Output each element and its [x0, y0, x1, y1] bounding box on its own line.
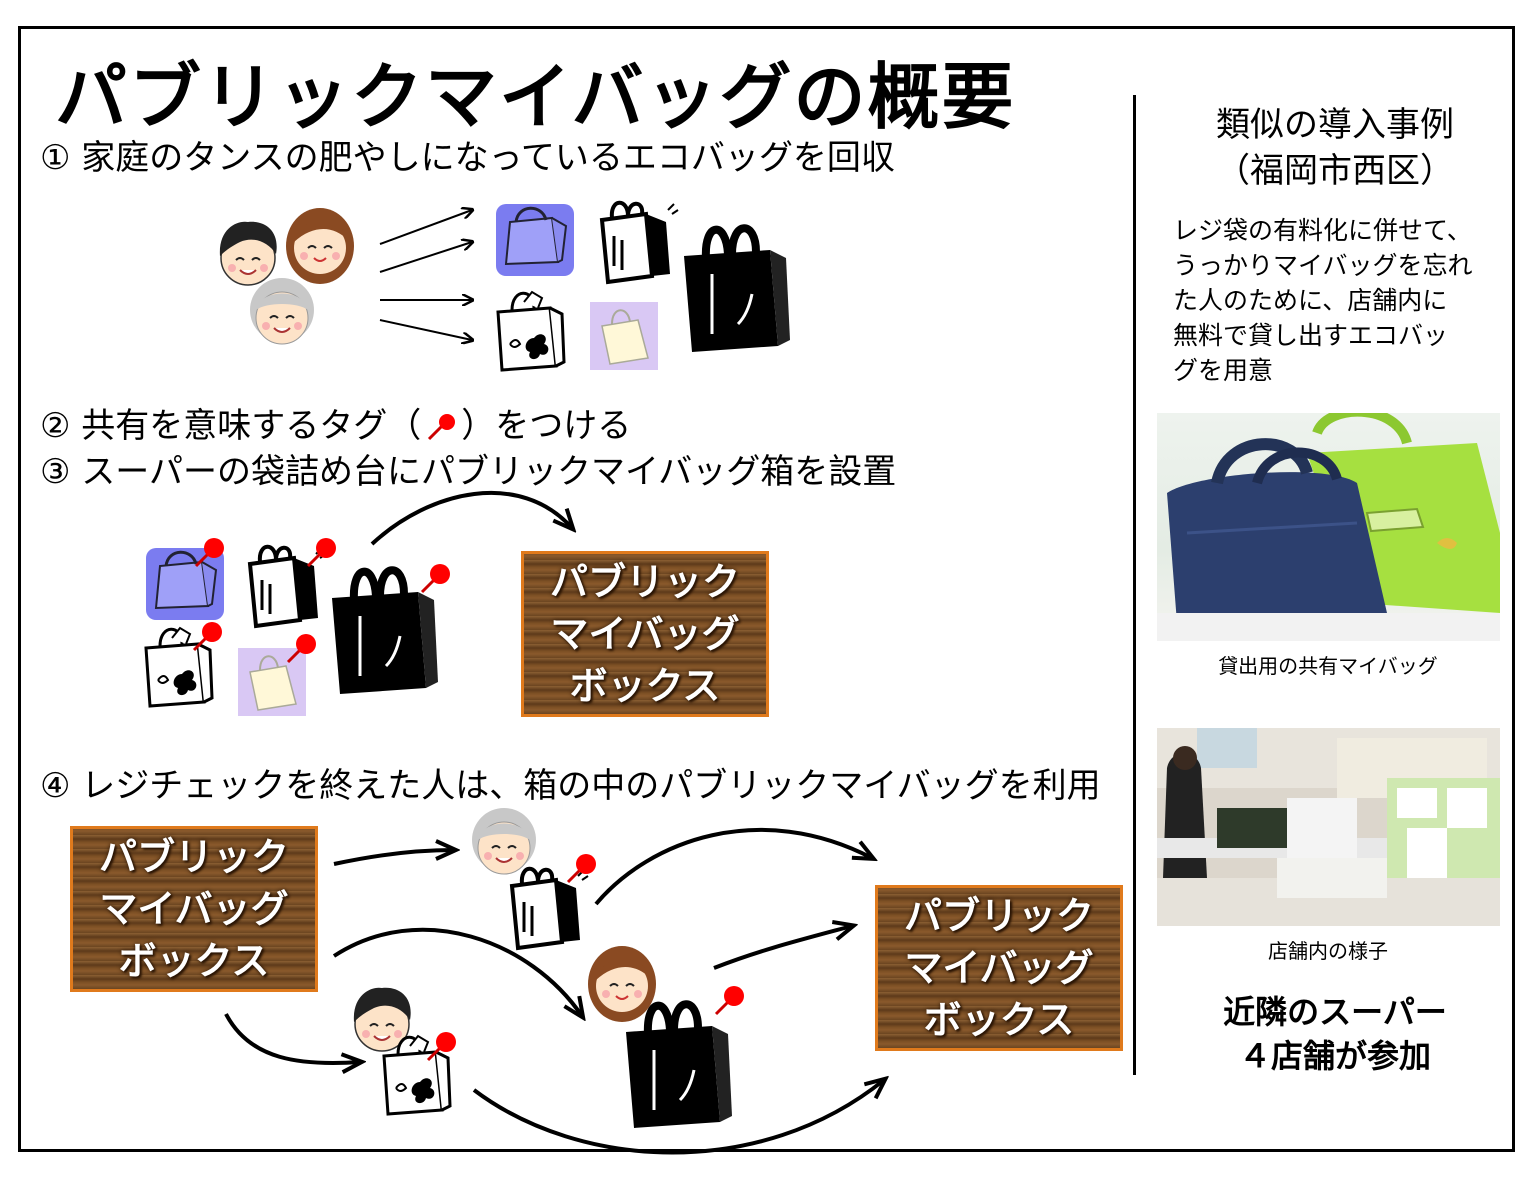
side-footer-line-2: ４店舗が参加 — [1238, 1037, 1431, 1075]
side-description: レジ袋の有料化に併せて、 うっかりマイバッグを忘れ た人のために、店舗内に 無料… — [1173, 213, 1508, 388]
tag-icon-inline — [421, 413, 461, 443]
box-line-1: パブリック — [549, 560, 740, 604]
family-faces — [218, 207, 355, 345]
collect-arrows — [379, 210, 472, 340]
collected-bags — [494, 200, 790, 372]
side-heading: 類似の導入事例 （福岡市西区） — [1150, 102, 1520, 194]
box-line-3: ボックス — [118, 939, 270, 983]
public-bag-box-return: パブリック マイバッグ ボックス — [875, 885, 1123, 1051]
public-bag-box-step3: パブリック マイバッグ ボックス — [521, 551, 769, 717]
shared-bags-photo — [1157, 413, 1500, 641]
step-4: ④ レジチェックを終えた人は、箱の中のパブリックマイバッグを利用 — [40, 766, 1101, 806]
side-heading-line-2: （福岡市西区） — [1216, 151, 1454, 191]
shared-bags-caption: 貸出用の共有マイバッグ — [1218, 654, 1438, 678]
public-bag-box-source: パブリック マイバッグ ボックス — [70, 826, 318, 992]
box-line-2: マイバッグ — [99, 887, 289, 931]
side-text-line: 無料で貸し出すエコバッ — [1173, 321, 1449, 350]
box-line-3: ボックス — [923, 998, 1075, 1042]
box-line-1: パブリック — [903, 894, 1094, 938]
side-text-line: た人のために、店舗内に — [1173, 286, 1448, 315]
tagged-bags — [144, 536, 452, 717]
side-text-line: レジ袋の有料化に併せて、 — [1173, 216, 1472, 245]
side-footer-line-1: 近隣のスーパー — [1223, 993, 1447, 1031]
side-text-line: うっかりマイバッグを忘れ — [1173, 251, 1473, 280]
to-box-arrow — [370, 490, 572, 546]
box-line-2: マイバッグ — [904, 946, 1094, 990]
step-2-text-b: ）をつける — [461, 406, 632, 446]
participating-stores-note: 近隣のスーパー ４店舗が参加 — [1150, 990, 1520, 1078]
step-2: ② 共有を意味するタグ（ ）をつける — [40, 398, 631, 447]
box-line-3: ボックス — [569, 664, 721, 708]
slide-frame — [18, 26, 1515, 1152]
step-3: ③ スーパーの袋詰め台にパブリックマイバッグ箱を設置 — [40, 452, 897, 492]
side-heading-line-1: 類似の導入事例 — [1216, 105, 1454, 145]
box-line-2: マイバッグ — [550, 612, 740, 656]
store-interior-caption: 店舗内の様子 — [1268, 939, 1388, 963]
flow-arrows — [224, 828, 884, 1155]
box-line-1: パブリック — [98, 835, 289, 879]
page-title: パブリックマイバッグの概要 — [55, 55, 1016, 139]
users-with-bags — [352, 807, 746, 1128]
side-text-line: グを用意 — [1173, 356, 1274, 385]
sidebar-divider — [1133, 95, 1136, 1075]
store-interior-photo — [1157, 728, 1500, 926]
step-2-text-a: ② 共有を意味するタグ（ — [40, 406, 422, 446]
step-1: ① 家庭のタンスの肥やしになっているエコバッグを回収 — [40, 138, 895, 178]
